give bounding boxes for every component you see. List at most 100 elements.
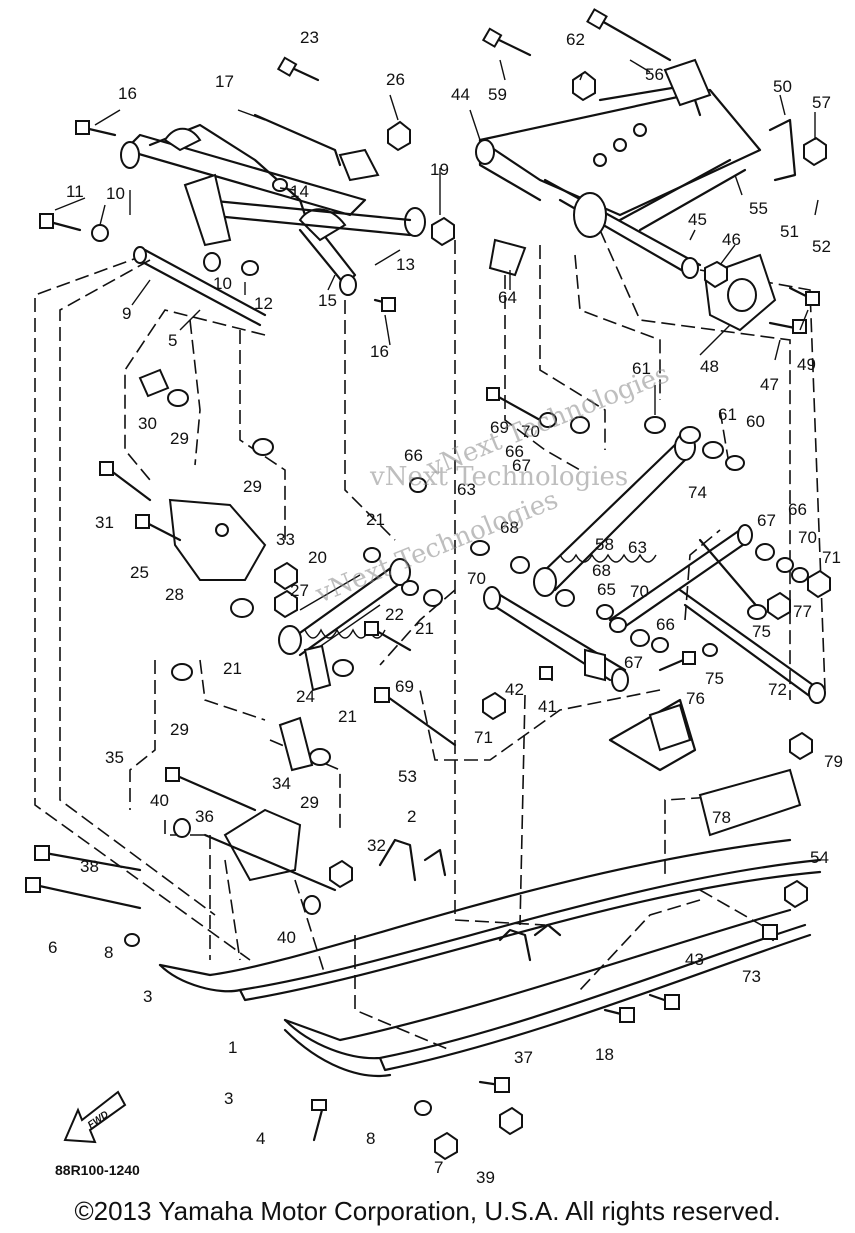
assembly-guide-lines xyxy=(34,229,826,1051)
link-arm xyxy=(483,586,629,692)
callout-22: 22 xyxy=(385,605,404,624)
callout-31: 31 xyxy=(95,513,114,532)
callout-4: 4 xyxy=(256,1129,265,1148)
callout-12: 12 xyxy=(254,294,273,313)
callout-67: 67 xyxy=(512,456,531,475)
callout-29: 29 xyxy=(170,429,189,448)
callout-64: 64 xyxy=(498,288,517,307)
watermark-text-1: vNext Technologies xyxy=(369,462,628,492)
callout-35: 35 xyxy=(105,748,124,767)
callout-75: 75 xyxy=(705,669,724,688)
callout-49: 49 xyxy=(797,355,816,374)
callout-9: 9 xyxy=(122,304,131,323)
callout-39: 39 xyxy=(476,1168,495,1187)
callout-29: 29 xyxy=(300,793,319,812)
callout-21: 21 xyxy=(415,619,434,638)
callout-48: 48 xyxy=(700,357,719,376)
callout-21: 21 xyxy=(338,707,357,726)
callout-23: 23 xyxy=(300,28,319,47)
front-pivot-bracket xyxy=(223,808,302,882)
callout-20: 20 xyxy=(308,548,327,567)
callout-74: 74 xyxy=(688,483,707,502)
callout-16: 16 xyxy=(370,342,389,361)
callout-63: 63 xyxy=(628,538,647,557)
callout-61: 61 xyxy=(632,359,651,378)
callout-68: 68 xyxy=(500,518,519,537)
callout-67: 67 xyxy=(624,653,643,672)
pivot-shaft xyxy=(203,833,337,892)
callout-28: 28 xyxy=(165,585,184,604)
callout-72: 72 xyxy=(768,680,787,699)
bracket-hole-icon xyxy=(215,523,229,537)
callout-66: 66 xyxy=(505,442,524,461)
callout-79: 79 xyxy=(824,752,843,771)
copyright-notice: ©2013 Yamaha Motor Corporation, U.S.A. A… xyxy=(74,1196,781,1226)
callout-56: 56 xyxy=(645,65,664,84)
callout-26: 26 xyxy=(386,70,405,89)
callout-21: 21 xyxy=(366,510,385,529)
fasteners xyxy=(25,8,831,1161)
callout-75: 75 xyxy=(752,622,771,641)
callout-3: 3 xyxy=(224,1089,233,1108)
callout-77: 77 xyxy=(793,602,812,621)
callout-53: 53 xyxy=(398,767,417,786)
callout-8: 8 xyxy=(104,943,113,962)
callout-46: 46 xyxy=(722,230,741,249)
callout-13: 13 xyxy=(396,255,415,274)
callout-52: 52 xyxy=(812,237,831,256)
callout-32: 32 xyxy=(367,836,386,855)
callout-78: 78 xyxy=(712,808,731,827)
callout-10: 10 xyxy=(213,274,232,293)
callout-67: 67 xyxy=(757,511,776,530)
callout-14: 14 xyxy=(290,182,309,201)
callout-66: 66 xyxy=(656,615,675,634)
callout-36: 36 xyxy=(195,807,214,826)
callout-47: 47 xyxy=(760,375,779,394)
callout-30: 30 xyxy=(138,414,157,433)
callout-76: 76 xyxy=(686,689,705,708)
callout-25: 25 xyxy=(130,563,149,582)
callout-69: 69 xyxy=(490,418,509,437)
callout-15: 15 xyxy=(318,291,337,310)
callout-3: 3 xyxy=(143,987,152,1006)
slide-rails xyxy=(158,698,822,1077)
callout-66: 66 xyxy=(404,446,423,465)
callout-54: 54 xyxy=(810,848,829,867)
callout-33: 33 xyxy=(276,530,295,549)
callout-57: 57 xyxy=(812,93,831,112)
callout-5: 5 xyxy=(168,331,177,350)
callout-68: 68 xyxy=(592,561,611,580)
callout-18: 18 xyxy=(595,1045,614,1064)
callout-labels: 23 26 17 16 14 11 10 10 12 13 9 5 15 16 … xyxy=(48,28,843,1187)
callout-37: 37 xyxy=(514,1048,533,1067)
callout-34: 34 xyxy=(272,774,291,793)
callout-19: 19 xyxy=(430,160,449,179)
callout-24: 24 xyxy=(296,687,315,706)
callout-45: 45 xyxy=(688,210,707,229)
callout-44: 44 xyxy=(451,85,470,104)
callout-59: 59 xyxy=(488,85,507,104)
callout-7: 7 xyxy=(434,1158,443,1177)
callout-51: 51 xyxy=(780,222,799,241)
callout-41: 41 xyxy=(538,697,557,716)
callout-60: 60 xyxy=(746,412,765,431)
rear-upper-frame xyxy=(475,58,797,279)
callout-71: 71 xyxy=(822,548,841,567)
callout-70: 70 xyxy=(798,528,817,547)
callout-16: 16 xyxy=(118,84,137,103)
callout-8: 8 xyxy=(366,1129,375,1148)
callout-63: 63 xyxy=(457,480,476,499)
callout-40: 40 xyxy=(277,928,296,947)
callout-58: 58 xyxy=(595,535,614,554)
drawing-code: 88R100-1240 xyxy=(55,1162,140,1178)
forward-arrow-icon: FWD xyxy=(63,1090,127,1144)
callout-2: 2 xyxy=(407,807,416,826)
callout-70: 70 xyxy=(467,569,486,588)
callout-27: 27 xyxy=(290,581,309,600)
callout-17: 17 xyxy=(215,72,234,91)
callout-69: 69 xyxy=(395,677,414,696)
callout-43: 43 xyxy=(685,950,704,969)
callout-70: 70 xyxy=(521,422,540,441)
callout-62: 62 xyxy=(566,30,585,49)
callout-10: 10 xyxy=(106,184,125,203)
